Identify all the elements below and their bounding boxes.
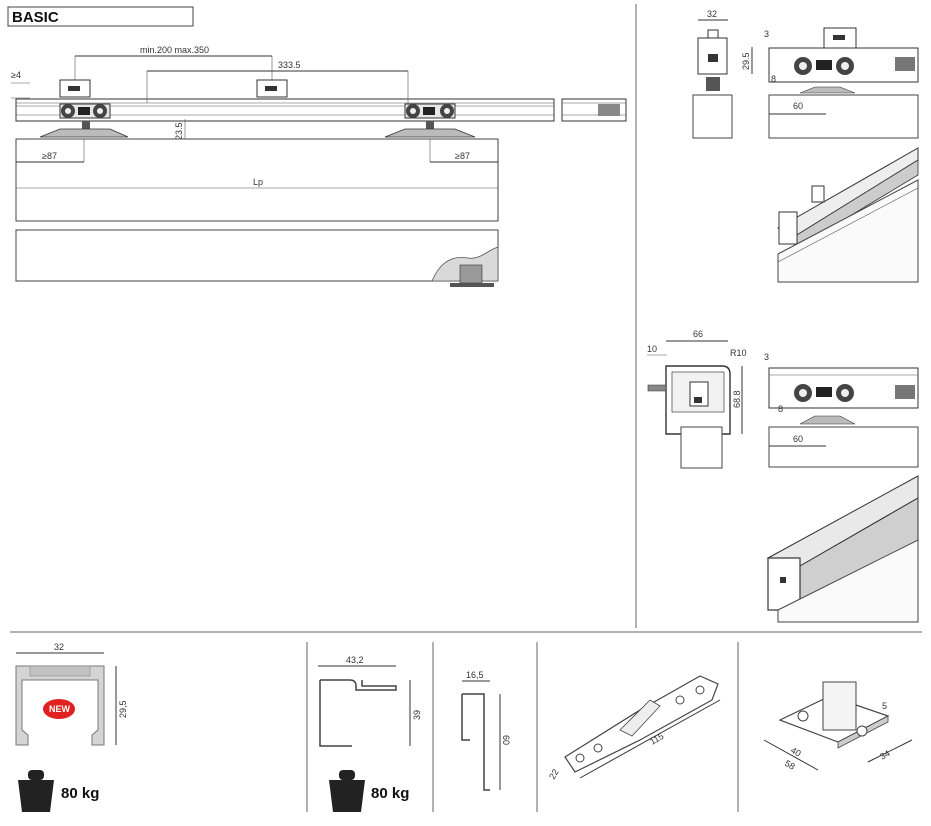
new-badge-label: NEW: [49, 704, 71, 714]
detail-bottom-section: 66 10 R10 68.8: [647, 329, 747, 469]
new-badge: [43, 699, 75, 719]
detail-top-width: 32: [707, 9, 717, 19]
weight-icon: [18, 770, 54, 812]
iso-view-top: [777, 147, 919, 283]
profile-4-width: 22: [547, 767, 561, 781]
detail-bottom-wall: 10: [647, 344, 657, 354]
title-frame: [7, 6, 194, 27]
profile-2-load: 80 kg: [371, 785, 409, 802]
carriage-right: [384, 103, 476, 138]
profile-1-load: 80 kg: [61, 785, 99, 802]
detail-bottom-depth: 60: [793, 434, 803, 444]
door-panel: [15, 138, 499, 222]
weight-icon: [329, 770, 365, 812]
profile-5-dim-a: 5: [882, 701, 887, 711]
floor-guide: [450, 283, 494, 287]
door-plan-view: [15, 229, 499, 282]
detail-top-elevation: 3 8 60: [764, 27, 919, 139]
detail-top-depth: 60: [793, 101, 803, 111]
detail-bottom-small: 8: [778, 404, 783, 414]
dim-spacing: min.200 max.350: [140, 45, 209, 55]
profile-1-height: 29,5: [118, 700, 128, 718]
detail-top-section: 32 29.5: [692, 9, 753, 139]
dim-center: 333.5: [278, 60, 301, 70]
iso-view-bottom: [766, 475, 919, 623]
detail-top-offset: 3: [764, 29, 769, 39]
profile-1-width: 32: [54, 642, 64, 652]
profile-5-dim-b: 40: [789, 745, 803, 759]
profile-3: 16,5 60: [461, 670, 511, 791]
profile-4: 115 22: [547, 675, 721, 781]
detail-bottom-width: 66: [693, 329, 703, 339]
profile-3-width: 16,5: [466, 670, 484, 680]
profile-2-height: 39: [412, 710, 422, 720]
profile-5-dim-c: 58: [783, 758, 797, 772]
detail-bottom-offset: 3: [764, 352, 769, 362]
dim-gap: ≥4: [11, 70, 21, 80]
door-section: [692, 94, 733, 139]
main-elevation-drawing: min.200 max.350 333.5 ≥4 23.5 ≥87 ≥87 Lp: [11, 45, 627, 287]
dim-height: 23.5: [174, 122, 184, 140]
profile-2: 43,2 39 80 kg: [318, 655, 422, 812]
center-bracket: [256, 79, 288, 98]
detail-top-height: 29.5: [741, 52, 751, 70]
dim-right: ≥87: [455, 151, 470, 161]
profile-5: 5 40 58 34: [763, 681, 913, 772]
detail-bottom-elevation: 3 8 60: [764, 352, 919, 468]
profile-1: 32 29,5 NEW 80 kg: [15, 642, 128, 812]
header: BASIC: [7, 6, 194, 27]
detail-bottom-height: 68.8: [732, 390, 742, 408]
detail-bottom-radius: R10: [730, 348, 747, 358]
iso-door: [777, 179, 919, 283]
dim-left: ≥87: [42, 151, 57, 161]
detail-top-small: 8: [771, 74, 776, 84]
profile-2-width: 43,2: [346, 655, 364, 665]
profile-3-height: 60: [501, 735, 511, 745]
end-stop: [598, 104, 620, 116]
dim-length: Lp: [253, 177, 263, 187]
profile-5-dim-d: 34: [878, 748, 892, 762]
carriage-left: [39, 79, 129, 138]
page-title: BASIC: [12, 9, 59, 26]
